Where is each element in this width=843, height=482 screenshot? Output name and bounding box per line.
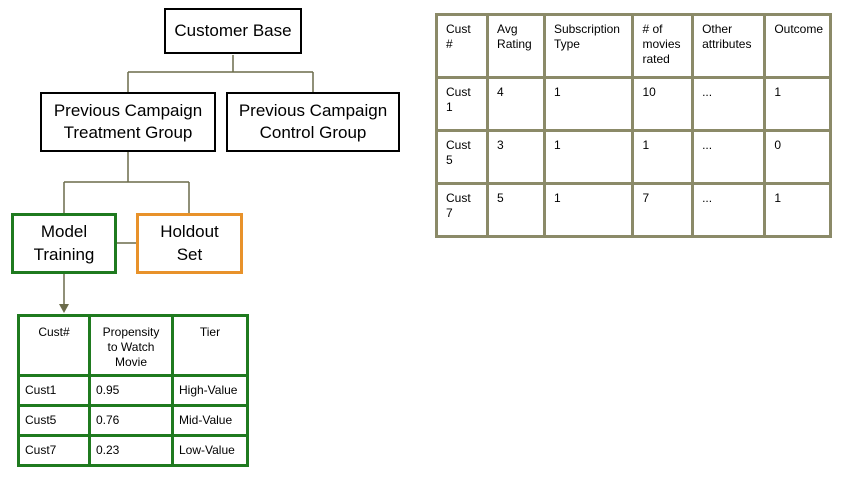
header-cust: Cust # bbox=[434, 13, 490, 79]
table-header-row: Cust # Avg Rating Subscription Type # of… bbox=[434, 13, 832, 79]
table-row: Cust 7 5 1 7 ... 1 bbox=[434, 182, 832, 238]
cell: 1 bbox=[542, 129, 635, 185]
cell: 0.76 bbox=[88, 404, 174, 437]
customer-base-box: Customer Base bbox=[164, 8, 302, 54]
header-outcome: Outcome bbox=[763, 13, 832, 79]
cell: 7 bbox=[631, 182, 695, 238]
treatment-group-box: Previous Campaign Treatment Group bbox=[40, 92, 216, 152]
cell: Low-Value bbox=[171, 434, 249, 467]
cell: 1 bbox=[542, 182, 635, 238]
header-cust: Cust# bbox=[17, 314, 91, 377]
cell: Cust7 bbox=[17, 434, 91, 467]
cell: ... bbox=[691, 182, 767, 238]
header-subscription-type: Subscription Type bbox=[542, 13, 635, 79]
header-propensity: Propensity to Watch Movie bbox=[88, 314, 174, 377]
cell: ... bbox=[691, 76, 767, 132]
arrowhead-icon bbox=[59, 304, 69, 313]
table-row: Cust7 0.23 Low-Value bbox=[17, 434, 249, 467]
cell: 1 bbox=[542, 76, 635, 132]
cell: 0 bbox=[763, 129, 832, 185]
cell: 0.95 bbox=[88, 374, 174, 407]
cell: 1 bbox=[631, 129, 695, 185]
cell: 5 bbox=[486, 182, 546, 238]
table-row: Cust 1 4 1 10 ... 1 bbox=[434, 76, 832, 132]
header-other-attributes: Other attributes bbox=[691, 13, 767, 79]
cell: Cust 1 bbox=[434, 76, 490, 132]
cell: 1 bbox=[763, 76, 832, 132]
cell: Cust 7 bbox=[434, 182, 490, 238]
cell: 3 bbox=[486, 129, 546, 185]
cell: ... bbox=[691, 129, 767, 185]
cell: 10 bbox=[631, 76, 695, 132]
header-tier: Tier bbox=[171, 314, 249, 377]
table-row: Cust5 0.76 Mid-Value bbox=[17, 404, 249, 437]
cell: 0.23 bbox=[88, 434, 174, 467]
header-movies-rated: # of movies rated bbox=[631, 13, 695, 79]
cell: 1 bbox=[763, 182, 832, 238]
cell: 4 bbox=[486, 76, 546, 132]
table-row: Cust1 0.95 High-Value bbox=[17, 374, 249, 407]
table-row: Cust 5 3 1 1 ... 0 bbox=[434, 129, 832, 185]
cell: Cust5 bbox=[17, 404, 91, 437]
cell: High-Value bbox=[171, 374, 249, 407]
customer-attributes-table: Cust # Avg Rating Subscription Type # of… bbox=[434, 13, 832, 238]
holdout-set-box: Holdout Set bbox=[136, 213, 243, 274]
table-header-row: Cust# Propensity to Watch Movie Tier bbox=[17, 314, 249, 377]
model-training-box: Model Training bbox=[11, 213, 117, 274]
propensity-score-table: Cust# Propensity to Watch Movie Tier Cus… bbox=[17, 314, 249, 467]
control-group-box: Previous Campaign Control Group bbox=[226, 92, 400, 152]
cell: Mid-Value bbox=[171, 404, 249, 437]
cell: Cust 5 bbox=[434, 129, 490, 185]
header-avg-rating: Avg Rating bbox=[486, 13, 546, 79]
cell: Cust1 bbox=[17, 374, 91, 407]
